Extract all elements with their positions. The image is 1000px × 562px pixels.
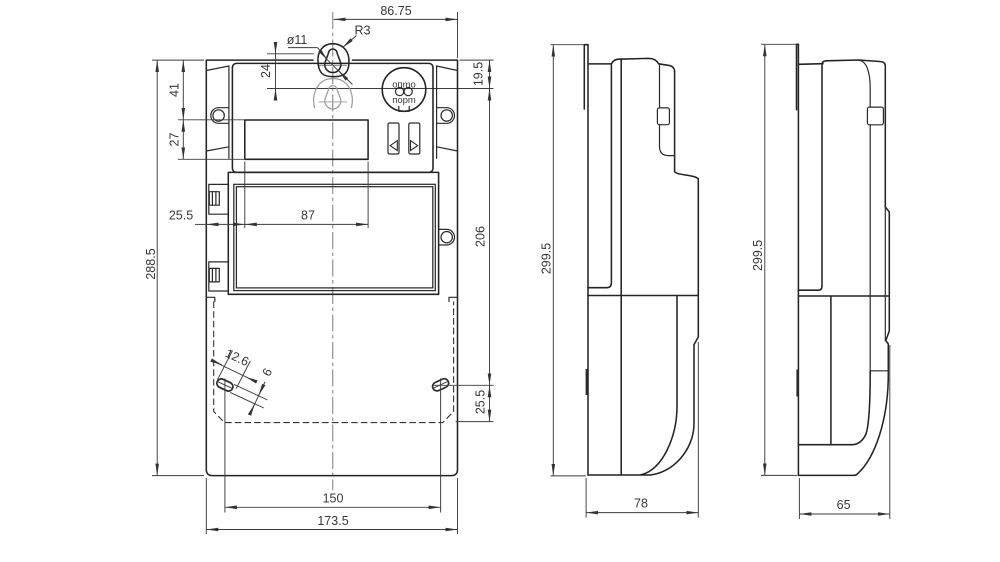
svg-text:87: 87 (301, 209, 315, 223)
svg-text:19.5: 19.5 (472, 62, 486, 86)
svg-text:24: 24 (259, 64, 273, 78)
svg-text:299.5: 299.5 (751, 240, 765, 271)
svg-text:опmо: опmо (392, 79, 416, 90)
svg-text:27: 27 (168, 133, 182, 147)
svg-text:288.5: 288.5 (144, 248, 158, 279)
svg-text:78: 78 (634, 497, 648, 511)
svg-text:86.75: 86.75 (380, 4, 411, 18)
svg-text:ø11: ø11 (287, 33, 308, 47)
svg-text:порm: порm (392, 95, 416, 106)
svg-text:206: 206 (474, 226, 488, 247)
svg-text:173.5: 173.5 (317, 514, 348, 528)
svg-text:150: 150 (323, 492, 344, 506)
svg-text:299.5: 299.5 (540, 243, 554, 274)
svg-text:25.5: 25.5 (169, 209, 193, 223)
svg-text:65: 65 (837, 498, 851, 512)
svg-text:41: 41 (168, 83, 182, 97)
svg-text:R3: R3 (355, 24, 371, 38)
svg-text:25.5: 25.5 (474, 390, 488, 414)
